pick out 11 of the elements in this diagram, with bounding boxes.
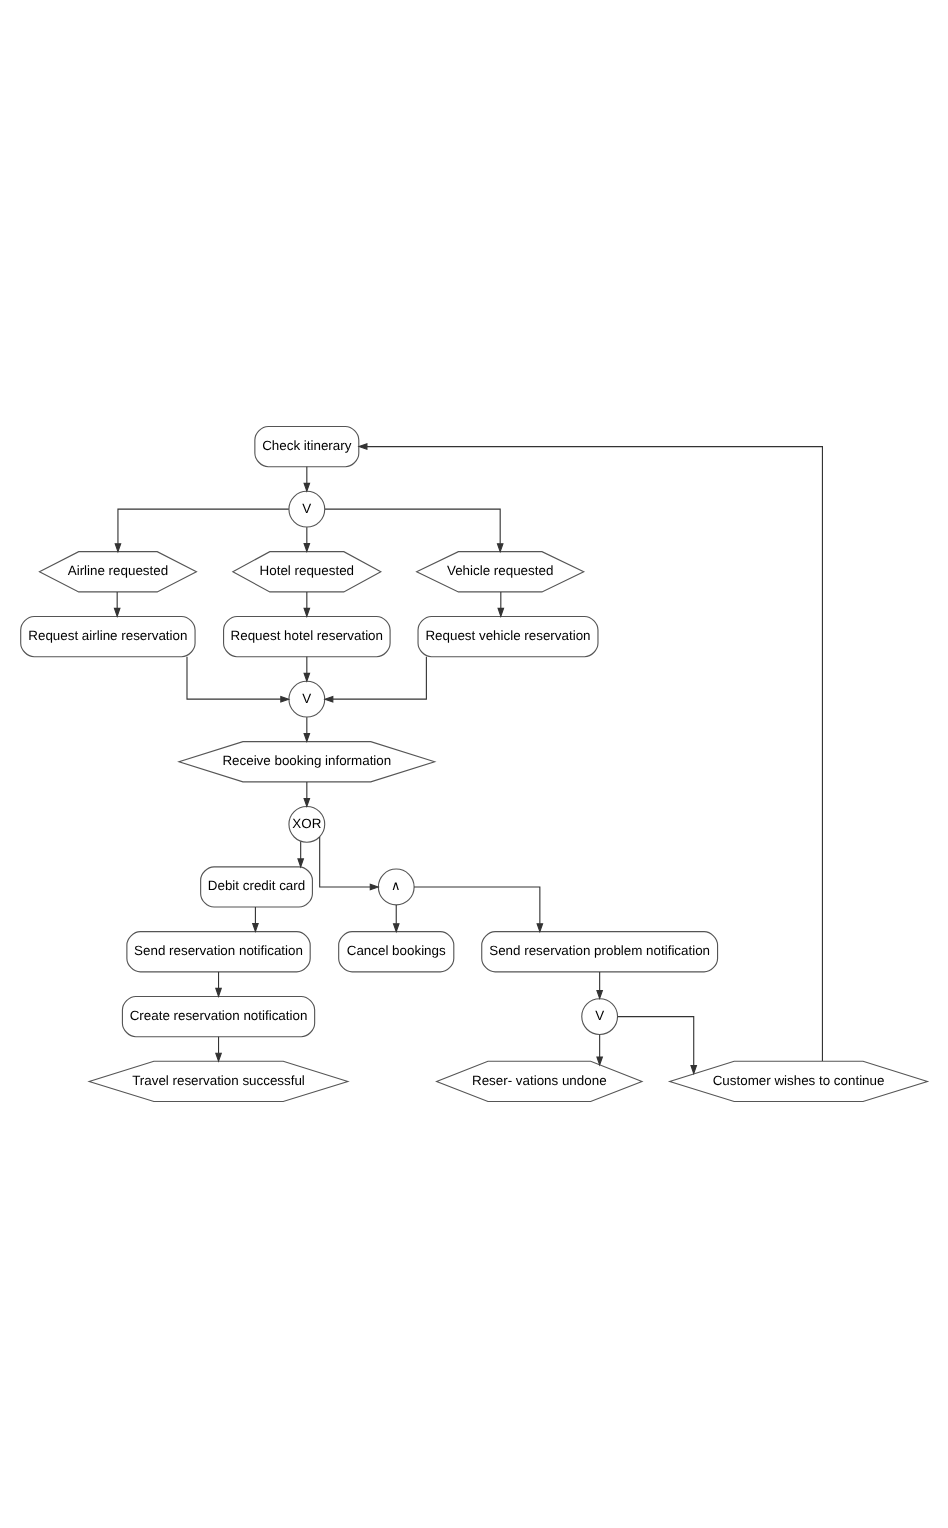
arrow [357,443,823,1062]
arrow [596,1034,604,1067]
arrow [323,656,427,703]
arrow [596,971,604,1001]
arrow [324,508,504,554]
arrow [319,836,380,891]
arrow [413,886,544,934]
arrow [392,904,400,934]
arrow [186,656,291,703]
arrow [114,508,290,554]
arrow [617,1016,698,1076]
